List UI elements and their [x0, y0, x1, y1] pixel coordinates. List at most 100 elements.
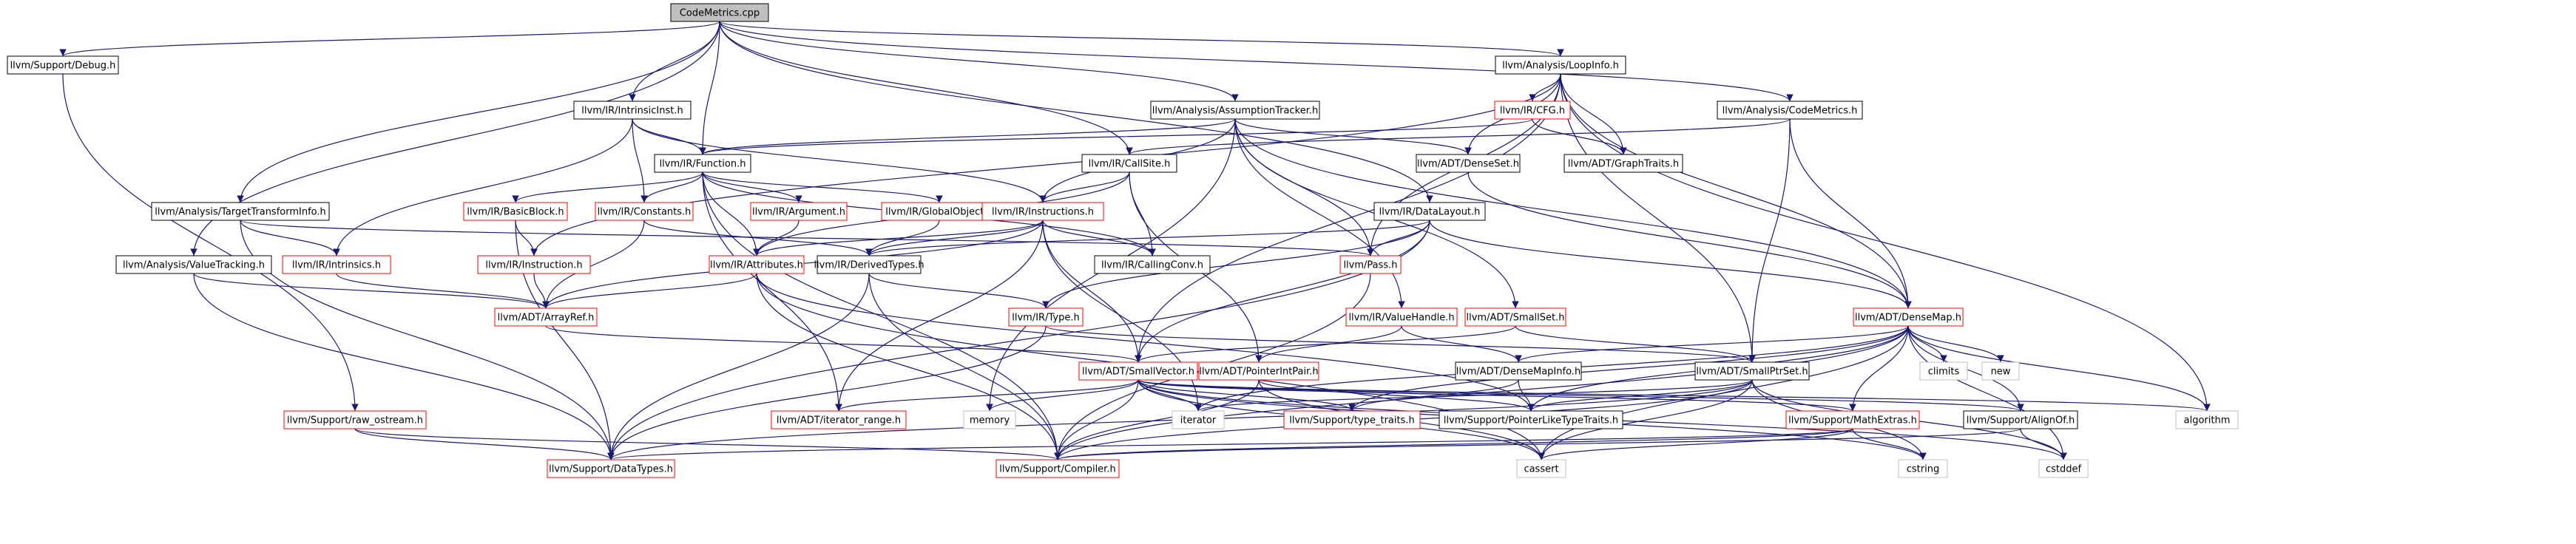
node-assumptiontracker[interactable]: llvm/Analysis/AssumptionTracker.h: [1150, 101, 1320, 120]
node-constants[interactable]: llvm/IR/Constants.h: [595, 202, 694, 221]
node-callingconv[interactable]: llvm/IR/CallingConv.h: [1094, 255, 1211, 274]
node-label-smallptrset: llvm/ADT/SmallPtrSet.h: [1696, 367, 1808, 378]
node-algorithm: algorithm: [2175, 410, 2239, 429]
node-box-root: [670, 3, 769, 22]
node-intrinsics[interactable]: llvm/IR/Intrinsics.h: [282, 255, 391, 274]
node-densesetadt[interactable]: llvm/ADT/DenseSet.h: [1416, 154, 1521, 173]
edge-loopinfo-to-graphtraits: [1560, 73, 1627, 155]
edge-attributes-to-arrayref: [542, 273, 757, 309]
node-box-intrinsics: [282, 255, 391, 274]
node-label-targettransforminfo: llvm/Analysis/TargetTransformInfo.h: [155, 207, 326, 218]
node-graphtraits[interactable]: llvm/ADT/GraphTraits.h: [1563, 154, 1683, 173]
edge-targettransforminfo-to-pass: [240, 220, 1374, 256]
node-box-instruction: [477, 255, 591, 274]
node-type[interactable]: llvm/IR/Type.h: [1008, 307, 1084, 327]
edge-callsite-to-instructions: [1039, 171, 1130, 203]
node-box-loopinfo: [1495, 55, 1626, 75]
node-box-memory: [963, 410, 1016, 429]
node-argument[interactable]: llvm/IR/Argument.h: [750, 202, 848, 221]
node-datatypes[interactable]: llvm/Support/DataTypes.h: [547, 459, 675, 478]
node-box-smallset: [1464, 307, 1566, 327]
node-instructions[interactable]: llvm/IR/Instructions.h: [981, 202, 1104, 221]
node-label-intrinsics: llvm/IR/Intrinsics.h: [292, 260, 381, 271]
edge-smallvector-to-mathextras: [1137, 379, 1856, 412]
node-analysiscodemetrics[interactable]: llvm/Analysis/CodeMetrics.h: [1717, 101, 1863, 120]
node-label-mathextras: llvm/Support/MathExtras.h: [1788, 415, 1917, 426]
node-densemapinfo[interactable]: llvm/ADT/DenseMapInfo.h: [1455, 361, 1582, 381]
node-pointerliketypetraits[interactable]: llvm/Support/PointerLikeTypeTraits.h: [1439, 410, 1623, 429]
node-label-cstddef: cstddef: [2046, 464, 2082, 475]
node-iteratorrange[interactable]: llvm/ADT/iterator_range.h: [771, 410, 907, 429]
edge-root-to-assumptiontracker: [719, 21, 1239, 102]
node-box-callingconv: [1094, 255, 1211, 274]
node-compiler[interactable]: llvm/Support/Compiler.h: [995, 459, 1120, 478]
edge-alignof-to-cstddef: [2020, 428, 2067, 460]
node-box-smallptrset: [1694, 361, 1810, 381]
edge-root-to-analysiscodemetrics: [719, 21, 1794, 102]
node-attributes[interactable]: llvm/IR/Attributes.h: [709, 255, 805, 274]
node-valuetracking[interactable]: llvm/Analysis/ValueTracking.h: [115, 255, 272, 274]
edge-intrinsicinst-to-intrinsics: [333, 118, 633, 256]
node-alignof[interactable]: llvm/Support/AlignOf.h: [1963, 410, 2078, 429]
node-box-datatypes: [547, 459, 675, 478]
edge-densemap-to-mathextras: [1849, 325, 1909, 412]
node-basicblock[interactable]: llvm/IR/BasicBlock.h: [463, 202, 568, 221]
node-instruction[interactable]: llvm/IR/Instruction.h: [477, 255, 591, 274]
node-box-pointerintpair: [1198, 361, 1319, 381]
edge-type-to-smallptrset: [1045, 325, 1756, 363]
node-debug[interactable]: llvm/Support/Debug.h: [7, 55, 119, 75]
node-label-memory: memory: [970, 415, 1010, 426]
node-box-arrayref: [494, 307, 598, 327]
edge-smallptrset-to-pointerliketypetraits: [1527, 379, 1753, 412]
node-box-compiler: [995, 459, 1120, 478]
node-label-densesetadt: llvm/ADT/DenseSet.h: [1417, 159, 1519, 170]
edge-instruction-to-arrayref: [533, 273, 550, 309]
node-box-cstddef: [2038, 459, 2089, 478]
edge-derivedtypes-to-datatypes: [607, 273, 870, 460]
edge-smallvector-to-iteratorrange: [835, 379, 1139, 412]
edge-instructions-to-derivedtypes: [865, 220, 1044, 256]
edge-targettransforminfo-to-intrinsics: [240, 220, 340, 256]
edge-function-to-constants: [640, 171, 703, 203]
node-smallptrset[interactable]: llvm/ADT/SmallPtrSet.h: [1694, 361, 1810, 381]
node-pointerintpair[interactable]: llvm/ADT/PointerIntPair.h: [1198, 361, 1319, 381]
edge-intrinsicinst-to-function: [632, 118, 706, 155]
node-box-densesetadt: [1416, 154, 1521, 173]
edge-attributes-to-pointerliketypetraits: [756, 273, 1535, 412]
node-typetraits[interactable]: llvm/Support/type_traits.h: [1283, 410, 1421, 429]
node-densemap[interactable]: llvm/ADT/DenseMap.h: [1853, 307, 1964, 327]
node-cfg[interactable]: llvm/IR/CFG.h: [1494, 101, 1571, 120]
node-intrinsicinst[interactable]: llvm/IR/IntrinsicInst.h: [573, 101, 692, 120]
node-box-cstring: [1898, 459, 1948, 478]
node-box-iterator: [1172, 410, 1225, 429]
node-box-graphtraits: [1563, 154, 1683, 173]
dependency-edges: [59, 21, 2211, 460]
node-label-cassert: cassert: [1524, 464, 1558, 475]
node-box-attributes: [709, 255, 805, 274]
node-pass[interactable]: llvm/Pass.h: [1339, 255, 1402, 274]
node-box-derivedtypes: [817, 255, 922, 274]
node-valuehandle[interactable]: llvm/IR/ValueHandle.h: [1345, 307, 1458, 327]
node-targettransforminfo[interactable]: llvm/Analysis/TargetTransformInfo.h: [151, 202, 330, 221]
node-box-new: [1981, 361, 2020, 381]
node-label-arrayref: llvm/ADT/ArrayRef.h: [498, 313, 595, 324]
node-datalayout[interactable]: llvm/IR/DataLayout.h: [1373, 202, 1486, 221]
node-label-analysiscodemetrics: llvm/Analysis/CodeMetrics.h: [1723, 106, 1858, 117]
node-mathextras[interactable]: llvm/Support/MathExtras.h: [1785, 410, 1920, 429]
node-label-debug: llvm/Support/Debug.h: [10, 61, 116, 72]
edge-intrinsicinst-to-instructions: [632, 118, 1047, 203]
edge-alignof-to-compiler: [1054, 428, 2021, 460]
node-globalobject[interactable]: llvm/IR/GlobalObject.h: [881, 202, 998, 221]
node-rawostream[interactable]: llvm/Support/raw_ostream.h: [283, 410, 427, 429]
edge-callsite-to-callingconv: [1129, 171, 1156, 256]
node-label-alignof: llvm/Support/AlignOf.h: [1967, 415, 2075, 426]
node-function[interactable]: llvm/IR/Function.h: [654, 154, 751, 173]
node-smallset[interactable]: llvm/ADT/SmallSet.h: [1464, 307, 1566, 327]
node-smallvector[interactable]: llvm/ADT/SmallVector.h: [1078, 361, 1198, 381]
node-loopinfo[interactable]: llvm/Analysis/LoopInfo.h: [1495, 55, 1626, 75]
node-derivedtypes[interactable]: llvm/IR/DerivedTypes.h: [814, 255, 924, 274]
node-callsite[interactable]: llvm/IR/CallSite.h: [1081, 154, 1177, 173]
node-box-alignof: [1963, 410, 2078, 429]
node-arrayref[interactable]: llvm/ADT/ArrayRef.h: [494, 307, 598, 327]
edge-datalayout-to-type: [1042, 220, 1430, 309]
